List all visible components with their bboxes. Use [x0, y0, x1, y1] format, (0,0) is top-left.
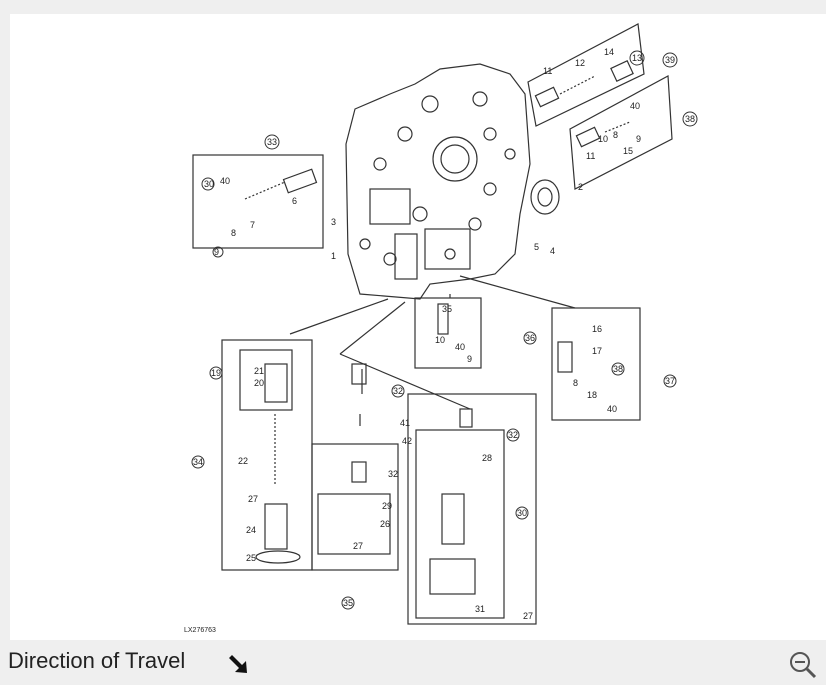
- svg-text:27: 27: [248, 494, 258, 504]
- svg-text:9: 9: [636, 134, 641, 144]
- svg-text:30: 30: [517, 508, 527, 518]
- caption-bar: Direction of Travel: [0, 640, 826, 685]
- seal-ring: [530, 179, 560, 215]
- svg-text:33: 33: [267, 137, 277, 147]
- arrow-down-right-icon: [229, 655, 247, 673]
- svg-text:19: 19: [211, 368, 221, 378]
- svg-text:10: 10: [435, 335, 445, 345]
- svg-text:32: 32: [393, 386, 403, 396]
- svg-text:26: 26: [380, 519, 390, 529]
- svg-text:40: 40: [630, 101, 640, 111]
- svg-text:29: 29: [382, 501, 392, 511]
- svg-text:39: 39: [665, 55, 675, 65]
- svg-text:42: 42: [402, 436, 412, 446]
- zoom-out-icon[interactable]: [788, 650, 818, 680]
- svg-text:17: 17: [592, 346, 602, 356]
- svg-text:8: 8: [613, 130, 618, 140]
- svg-text:2: 2: [578, 182, 583, 192]
- svg-text:27: 27: [523, 611, 533, 621]
- svg-text:28: 28: [482, 453, 492, 463]
- svg-text:24: 24: [246, 525, 256, 535]
- caption-text: Direction of Travel: [8, 648, 186, 673]
- svg-text:3: 3: [331, 217, 336, 227]
- svg-text:35: 35: [343, 598, 353, 608]
- svg-text:1: 1: [331, 251, 336, 261]
- svg-text:35: 35: [442, 304, 452, 314]
- figure-id-label: LX276763: [184, 627, 216, 634]
- svg-text:38: 38: [685, 114, 695, 124]
- svg-text:13: 13: [632, 53, 642, 63]
- svg-text:34: 34: [193, 457, 203, 467]
- svg-text:37: 37: [665, 376, 675, 386]
- svg-text:32: 32: [508, 430, 518, 440]
- svg-text:36: 36: [525, 333, 535, 343]
- svg-text:4: 4: [550, 246, 555, 256]
- svg-text:21: 21: [254, 366, 264, 376]
- svg-text:7: 7: [250, 220, 255, 230]
- svg-text:32: 32: [388, 469, 398, 479]
- svg-text:22: 22: [238, 456, 248, 466]
- svg-text:31: 31: [475, 604, 485, 614]
- svg-text:40: 40: [455, 342, 465, 352]
- svg-text:14: 14: [604, 47, 614, 57]
- svg-text:16: 16: [592, 324, 602, 334]
- svg-text:18: 18: [587, 390, 597, 400]
- svg-text:41: 41: [400, 418, 410, 428]
- svg-text:15: 15: [623, 146, 633, 156]
- svg-text:40: 40: [607, 404, 617, 414]
- svg-text:9: 9: [214, 247, 219, 257]
- svg-text:10: 10: [598, 134, 608, 144]
- svg-text:20: 20: [254, 378, 264, 388]
- svg-text:8: 8: [573, 378, 578, 388]
- svg-text:11: 11: [586, 151, 595, 161]
- svg-text:38: 38: [613, 364, 623, 374]
- svg-text:8: 8: [231, 228, 236, 238]
- svg-text:40: 40: [220, 176, 230, 186]
- svg-text:27: 27: [353, 541, 363, 551]
- valve-housing: [345, 63, 531, 300]
- svg-text:12: 12: [575, 58, 585, 68]
- svg-text:11: 11: [543, 66, 552, 76]
- svg-text:6: 6: [292, 196, 297, 206]
- svg-text:25: 25: [246, 553, 256, 563]
- svg-text:9: 9: [467, 354, 472, 364]
- svg-text:5: 5: [534, 242, 539, 252]
- svg-text:30: 30: [204, 179, 214, 189]
